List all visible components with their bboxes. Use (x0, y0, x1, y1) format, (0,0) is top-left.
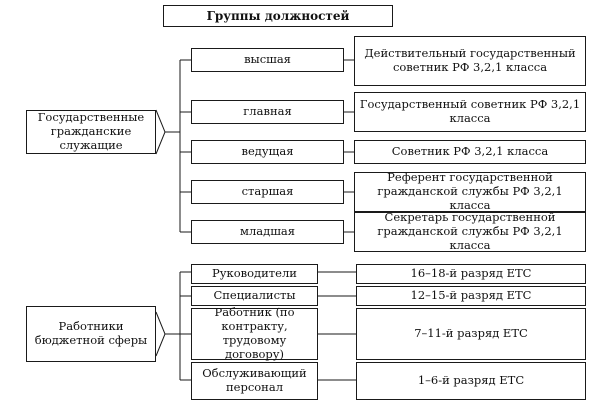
budget-group-managers: Руководители (191, 264, 318, 284)
civil-group-junior: младшая (191, 220, 344, 244)
budget-workers-box: Работники бюджетной сферы (26, 306, 156, 362)
budget-rank-contract-workers: 7–11-й разряд ЕТС (356, 308, 586, 360)
budget-group-service-staff: Обслуживающий персонал (191, 362, 318, 400)
civil-rank-chief: Государственный советник РФ 3,2,1 класса (354, 92, 586, 132)
civil-rank-junior: Секретарь государственной гражданской сл… (354, 210, 586, 252)
budget-group-specialists: Специалисты (191, 286, 318, 306)
civil-servants-box: Государственные гражданские служащие (26, 110, 156, 154)
civil-rank-senior: Референт государственной гражданской слу… (354, 170, 586, 212)
budget-rank-managers: 16–18-й разряд ЕТС (356, 264, 586, 284)
civil-group-leading: ведущая (191, 140, 344, 164)
budget-group-contract-workers: Работник (по контракту, трудовому догово… (191, 306, 318, 361)
civil-group-chief: главная (191, 100, 344, 124)
civil-rank-leading: Советник РФ 3,2,1 класса (354, 140, 586, 164)
budget-rank-service-staff: 1–6-й разряд ЕТС (356, 362, 586, 400)
diagram-title: Группы должностей (163, 5, 393, 27)
civil-group-highest: высшая (191, 48, 344, 72)
civil-group-senior: старшая (191, 180, 344, 204)
civil-rank-highest: Действительный государственный советник … (354, 36, 586, 86)
budget-rank-specialists: 12–15-й разряд ЕТС (356, 286, 586, 306)
